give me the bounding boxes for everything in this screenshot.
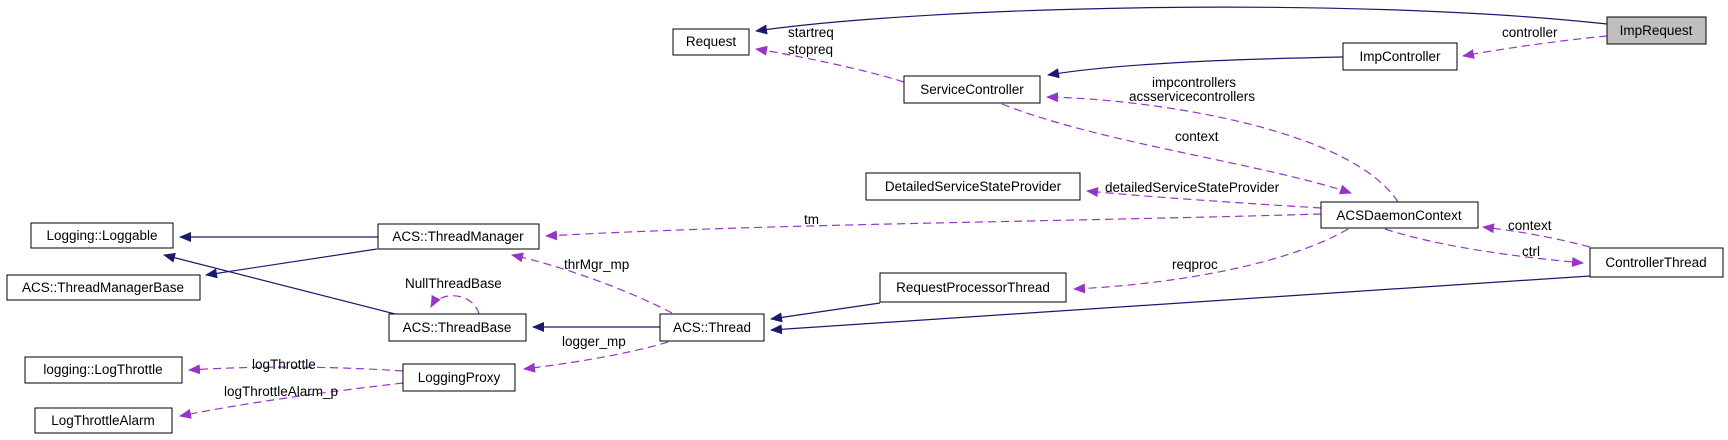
class-node-logthrottle-label: logging::LogThrottle	[43, 362, 162, 377]
class-node-requestprocessorthread-label: RequestProcessorThread	[896, 280, 1050, 295]
edge-loggingproxy-uses-logthrottlealarm	[179, 382, 404, 419]
class-node-request[interactable]: Request	[672, 28, 750, 56]
class-node-detailedservicestateprovider[interactable]: DetailedServiceStateProvider	[865, 172, 1081, 201]
edge-label-startreq: startreq	[788, 25, 834, 40]
edge-label-controller: controller	[1502, 25, 1558, 40]
class-node-logthrottlealarm[interactable]: LogThrottleAlarm	[34, 407, 173, 434]
class-node-request-label: Request	[686, 34, 737, 49]
class-node-thread-label: ACS::Thread	[673, 320, 751, 335]
edge-label-thrmgr-mp: thrMgr_mp	[564, 257, 629, 272]
edge-thread-uses-loggingproxy	[523, 341, 669, 373]
edge-label-logthrottlealarm-p: logThrottleAlarm_p	[224, 384, 338, 399]
class-node-threadmanagerbase-label: ACS::ThreadManagerBase	[22, 280, 184, 295]
edge-controllerthread-inherits-thread	[770, 275, 1591, 335]
edge-impcontroller-inherits-servicecontroller	[1047, 56, 1344, 79]
edge-controllerthread-uses-acsdaemoncontext	[1482, 223, 1591, 248]
class-node-thread[interactable]: ACS::Thread	[659, 313, 765, 342]
edge-label-stopreq: stopreq	[788, 42, 833, 57]
class-node-threadmanagerbase[interactable]: ACS::ThreadManagerBase	[6, 274, 201, 301]
edge-acsdaemoncontext-uses-detailedservicestateprovider	[1086, 187, 1322, 209]
class-node-acsdaemoncontext-label: ACSDaemonContext	[1336, 208, 1462, 223]
class-node-threadbase-label: ACS::ThreadBase	[403, 320, 512, 335]
class-node-acsdaemoncontext[interactable]: ACSDaemonContext	[1320, 201, 1479, 229]
edge-label-impcontrollers: impcontrollers	[1152, 75, 1236, 90]
edge-label-nullthreadbase: NullThreadBase	[405, 276, 502, 291]
edge-threadbase-self-nullthreadbase	[430, 294, 480, 315]
edge-requestprocessorthread-inherits-thread	[770, 302, 881, 323]
class-node-imprequest-label: ImpRequest	[1620, 23, 1693, 38]
class-node-threadbase[interactable]: ACS::ThreadBase	[388, 313, 527, 342]
edge-label-detailedservicestateprovider: detailedServiceStateProvider	[1105, 180, 1280, 195]
class-node-detailedservicestateprovider-label: DetailedServiceStateProvider	[885, 179, 1062, 194]
edge-imprequest-inherits-request	[755, 6, 1608, 35]
class-node-loggable[interactable]: Logging::Loggable	[30, 222, 174, 249]
class-node-loggingproxy-label: LoggingProxy	[418, 370, 501, 385]
edge-servicecontroller-uses-request	[755, 45, 905, 83]
edge-label-logthrottle: logThrottle	[252, 357, 316, 372]
class-node-requestprocessorthread[interactable]: RequestProcessorThread	[879, 272, 1067, 303]
edge-label-logger-mp: logger_mp	[562, 334, 626, 349]
edge-threadmanager-inherits-threadmanagerbase	[205, 248, 378, 279]
class-node-threadmanager-label: ACS::ThreadManager	[392, 229, 524, 244]
edge-servicecontroller-uses-acsdaemoncontext	[1001, 103, 1352, 195]
edge-label-context-top: context	[1175, 129, 1219, 144]
edge-acsdaemoncontext-uses-servicecontroller	[1046, 92, 1399, 203]
class-node-controllerthread[interactable]: ControllerThread	[1589, 247, 1724, 278]
class-node-servicecontroller[interactable]: ServiceController	[903, 75, 1041, 104]
edge-imprequest-uses-impcontroller	[1462, 35, 1608, 59]
edge-label-context-right: context	[1508, 218, 1552, 233]
edge-acsdaemoncontext-uses-requestprocessorthread	[1073, 228, 1349, 294]
class-node-impcontroller[interactable]: ImpController	[1342, 42, 1458, 71]
edge-acsdaemoncontext-uses-controllerthread	[1384, 228, 1584, 267]
class-node-impcontroller-label: ImpController	[1359, 49, 1441, 64]
edge-label-ctrl: ctrl	[1522, 244, 1540, 259]
edge-label-acsservicecontrollers: acsservicecontrollers	[1129, 89, 1255, 104]
edge-label-tm: tm	[804, 212, 819, 227]
edge-label-reqproc: reqproc	[1172, 257, 1218, 272]
class-node-imprequest-current: ImpRequest	[1606, 16, 1707, 45]
class-node-logthrottlealarm-label: LogThrottleAlarm	[51, 413, 155, 428]
class-node-threadmanager[interactable]: ACS::ThreadManager	[377, 223, 540, 250]
edge-acsdaemoncontext-uses-threadmanager	[545, 213, 1322, 241]
class-node-servicecontroller-label: ServiceController	[920, 82, 1024, 97]
class-node-loggingproxy[interactable]: LoggingProxy	[402, 363, 516, 392]
class-node-controllerthread-label: ControllerThread	[1605, 255, 1706, 270]
edge-loggingproxy-uses-logthrottle	[188, 364, 404, 375]
class-node-loggable-label: Logging::Loggable	[46, 228, 157, 243]
edge-thread-uses-threadmanager	[511, 252, 673, 314]
class-node-logthrottle[interactable]: logging::LogThrottle	[24, 356, 183, 384]
edge-threadbase-inherits-loggable	[163, 252, 396, 315]
